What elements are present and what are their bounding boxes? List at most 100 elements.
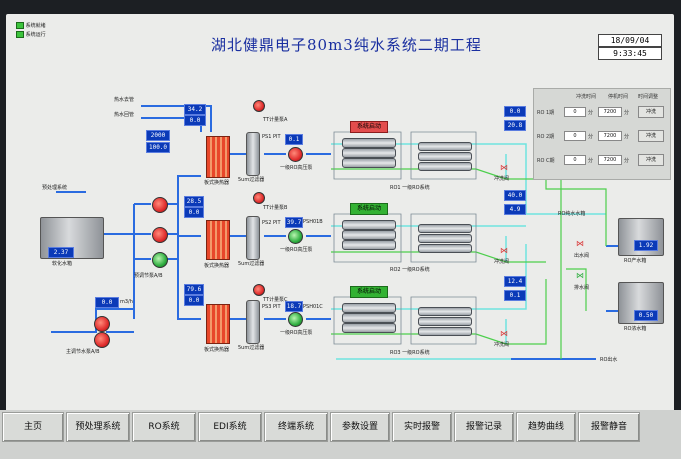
hp-pump-3[interactable] xyxy=(288,312,303,327)
membrane-3e xyxy=(418,317,472,326)
nav-parameters[interactable]: 参数设置 xyxy=(330,412,390,442)
nav-terminal-system[interactable]: 终端系统 xyxy=(264,412,328,442)
filter-3[interactable] xyxy=(246,300,260,344)
membrane-1c xyxy=(342,158,396,168)
col-flush-time: 冲洗时间 xyxy=(576,94,597,100)
membrane-2c xyxy=(342,240,396,250)
row3-flush-button[interactable]: 冲洗 xyxy=(638,154,664,166)
hp-pump-1[interactable] xyxy=(288,147,303,162)
nav-home[interactable]: 主页 xyxy=(2,412,64,442)
hx2-label: 板式换热器 xyxy=(204,263,230,269)
filter-1[interactable] xyxy=(246,132,260,176)
hp-pump-2[interactable] xyxy=(288,229,303,244)
start-ro3-button[interactable]: 系统启动 xyxy=(350,286,388,298)
row2-unit2: 分 xyxy=(624,134,630,140)
dosing-pump-c[interactable] xyxy=(253,284,265,296)
nav-edi-system[interactable]: EDI系统 xyxy=(198,412,262,442)
outlet-valve-label: 出水阀 xyxy=(574,253,590,259)
hot-in-temp: 34.2 xyxy=(184,104,206,115)
line2-flow: 0.0 xyxy=(184,295,204,306)
outlet-valve-icon[interactable]: ⋈ xyxy=(576,239,584,248)
hp-pump3-label: 一级RO高压泵 xyxy=(280,330,313,336)
row2-stop-value[interactable]: 7200 xyxy=(598,131,622,141)
drain-valve-icon[interactable]: ⋈ xyxy=(576,271,584,280)
membrane-3c xyxy=(342,323,396,333)
pre-pump-c[interactable] xyxy=(152,252,168,268)
membrane-3a xyxy=(342,303,396,313)
nav-pretreatment[interactable]: 预处理系统 xyxy=(66,412,130,442)
dosing-pump-a[interactable] xyxy=(253,100,265,112)
start-ro1-button[interactable]: 系统启动 xyxy=(350,121,388,133)
ps1-label: PS1 PIT xyxy=(262,134,281,140)
row2-unit1: 分 xyxy=(588,134,594,140)
membrane-1a xyxy=(342,138,396,148)
ro-outlet-label: RO出水 xyxy=(600,357,618,363)
filter2-label: 5um过滤器 xyxy=(238,261,265,267)
hx-3[interactable] xyxy=(206,304,230,344)
dosing-b-label: TT计量泵B xyxy=(263,205,288,211)
nav-trend[interactable]: 趋势曲线 xyxy=(516,412,576,442)
hx-2[interactable] xyxy=(206,220,230,260)
flush-valve-1-icon[interactable]: ⋈ xyxy=(500,163,508,172)
row2-flush-value[interactable]: 0 xyxy=(564,131,586,141)
membrane-1f xyxy=(418,162,472,171)
drain-valve-label: 排水阀 xyxy=(574,285,590,291)
row3-flush-value[interactable]: 0 xyxy=(564,155,586,165)
raw-tank-label: 软化水箱 xyxy=(52,261,73,267)
membrane-1e xyxy=(418,152,472,161)
flush2-label: 冲洗阀 xyxy=(494,259,510,265)
row1-stop-value[interactable]: 7200 xyxy=(598,107,622,117)
hot-water-return-label: 热水回管 xyxy=(114,112,135,118)
pre-system-label: 预处理系统 xyxy=(42,185,68,191)
col-time-adjust: 时间调整 xyxy=(638,94,659,100)
start-ro2-button[interactable]: 系统启动 xyxy=(350,203,388,215)
row1-flush-value[interactable]: 0 xyxy=(564,107,586,117)
hot-setpoint[interactable]: 2000 xyxy=(146,130,170,141)
main-pump-b[interactable] xyxy=(94,332,110,348)
membrane-3d xyxy=(418,307,472,316)
hx-1[interactable] xyxy=(206,136,230,178)
membrane-2e xyxy=(418,234,472,243)
dosing-pump-b[interactable] xyxy=(253,192,265,204)
ro3-flow-b: 0.1 xyxy=(504,290,526,301)
hot-water-out-label: 热水去管 xyxy=(114,97,135,103)
flush-valve-2-icon[interactable]: ⋈ xyxy=(500,246,508,255)
product-tank-label: RO产水箱 xyxy=(624,258,647,264)
legend-ready: 系统就绪 xyxy=(16,22,46,29)
hp-pump1-label: 一级RO高压泵 xyxy=(280,165,313,171)
pre-pump-a[interactable] xyxy=(152,197,168,213)
ro2-label: RO2 一级RO系统 xyxy=(390,267,430,273)
filter1-label: 5um过滤器 xyxy=(238,177,265,183)
row3-unit2: 分 xyxy=(624,158,630,164)
page-title: 湖北健鼎电子80m3纯水系统二期工程 xyxy=(211,36,482,54)
ro3-label: RO3 一级RO系统 xyxy=(390,350,430,356)
pre-pump-label: 预调节泵A/B xyxy=(134,273,163,279)
date-display: 18/09/04 xyxy=(598,34,662,47)
flush-valve-3-icon[interactable]: ⋈ xyxy=(500,329,508,338)
row2-flush-button[interactable]: 冲洗 xyxy=(638,130,664,142)
row3-stop-value[interactable]: 7200 xyxy=(598,155,622,165)
filter3-label: 5um过滤器 xyxy=(238,345,265,351)
nav-alarm-mute[interactable]: 报警静音 xyxy=(578,412,640,442)
ro1-flow-a: 0.0 xyxy=(504,106,526,117)
ps-ro2-label: PSH01B xyxy=(303,219,323,225)
hmi-screen: 系统就绪 系统运行 湖北健鼎电子80m3纯水系统二期工程 18/09/04 9:… xyxy=(6,14,674,412)
row1-label: RO 1期 xyxy=(537,110,555,116)
nav-alarm-log[interactable]: 报警记录 xyxy=(454,412,514,442)
hx1-label: 板式换热器 xyxy=(204,180,230,186)
row1-flush-button[interactable]: 冲洗 xyxy=(638,106,664,118)
running-indicator-icon xyxy=(16,31,24,38)
time-display: 9:33:45 xyxy=(598,47,662,60)
main-pump-a[interactable] xyxy=(94,316,110,332)
pre-pump-b[interactable] xyxy=(152,227,168,243)
ps3-value: 18.7 xyxy=(285,301,303,312)
nav-realtime-alarm[interactable]: 实时报警 xyxy=(392,412,452,442)
row1-unit1: 分 xyxy=(588,110,594,116)
filter-2[interactable] xyxy=(246,216,260,260)
flush-parameter-panel: 冲洗时间 停机时间 时间调整 RO 1期 0 分 7200 分 冲洗 RO 2期… xyxy=(533,88,671,180)
ro-tank-label: RO纯水水箱 xyxy=(558,211,586,217)
dosing-c-label: TT计量泵C xyxy=(263,297,288,303)
hp-pump2-label: 一级RO高压泵 xyxy=(280,247,313,253)
row3-label: RO C期 xyxy=(537,158,555,164)
nav-ro-system[interactable]: RO系统 xyxy=(132,412,196,442)
